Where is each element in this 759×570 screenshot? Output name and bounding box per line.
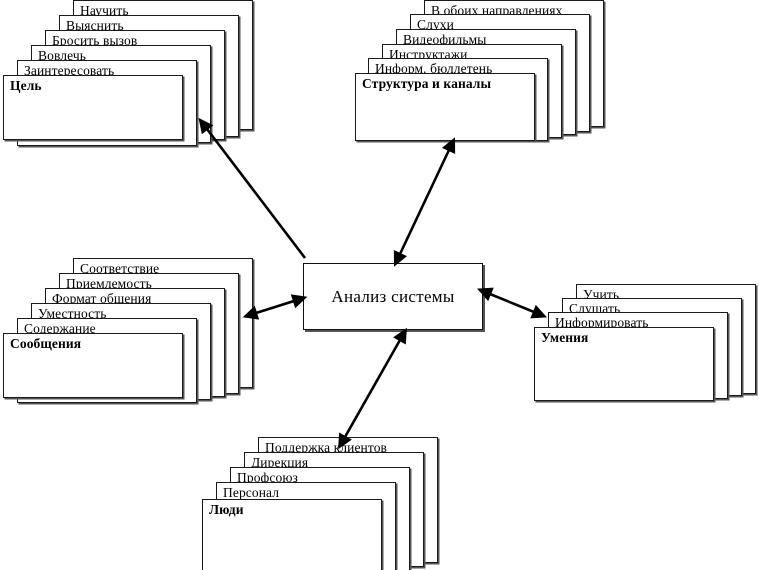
stack-messages-card-3-label: Уместность [38,306,107,321]
stack-skills-card-front[interactable]: Умения [534,327,714,401]
stack-structure-card-1-label: Слухи [417,17,454,32]
stack-people-card-2-label: Профсоюз [237,470,298,485]
stack-people-card-3-label: Персонал [223,485,280,500]
stack-goal-card-1-label: Выяснить [66,18,124,33]
stack-structure-front-label: Структура и каналы [362,76,492,91]
stack-skills-card-2-label: Информировать [555,315,649,330]
connector-center-to-skills [477,287,547,319]
connector-center-to-structure [393,137,456,267]
stack-messages-card-4-label: Содержание [24,321,96,336]
stack-skills-front-label: Умения [541,330,589,345]
center-node-label: Анализ системы [331,286,455,306]
connector-center-to-people [338,327,407,450]
stack-messages-card-2-label: Формат общения [52,291,152,306]
center-node[interactable]: Анализ системы [303,263,483,330]
connector-center-to-goal [198,117,307,259]
stack-messages-card-1-label: Приемлемость [66,276,152,291]
stack-messages-front-label: Сообщения [10,336,82,351]
stack-structure-card-4-label: Информ. бюллетень [375,61,493,76]
stack-people-front-label: Люди [209,502,244,517]
stack-goal-card-3-label: Вовлечь [38,48,86,63]
stack-structure-card-2-label: Видеофильмы [403,32,487,47]
stack-messages-card-0-label: Соответствие [80,261,160,276]
stack-goal-card-2-label: Бросить вызов [52,33,138,48]
stack-goal-card-4-label: Заинтересовать [24,63,115,78]
stack-structure-card-front[interactable]: Структура и каналы [355,73,535,141]
connector-center-to-messages [242,294,308,320]
stack-messages-card-front[interactable]: Сообщения [3,333,183,398]
stack-people-card-front[interactable]: Люди [202,499,382,570]
stack-goal-card-front[interactable]: Цель [3,75,183,140]
stack-people-card-1-label: Дирекция [251,455,309,470]
stack-goal-card-0-label: Научить [80,3,129,18]
stack-goal-front-label: Цель [10,78,42,93]
